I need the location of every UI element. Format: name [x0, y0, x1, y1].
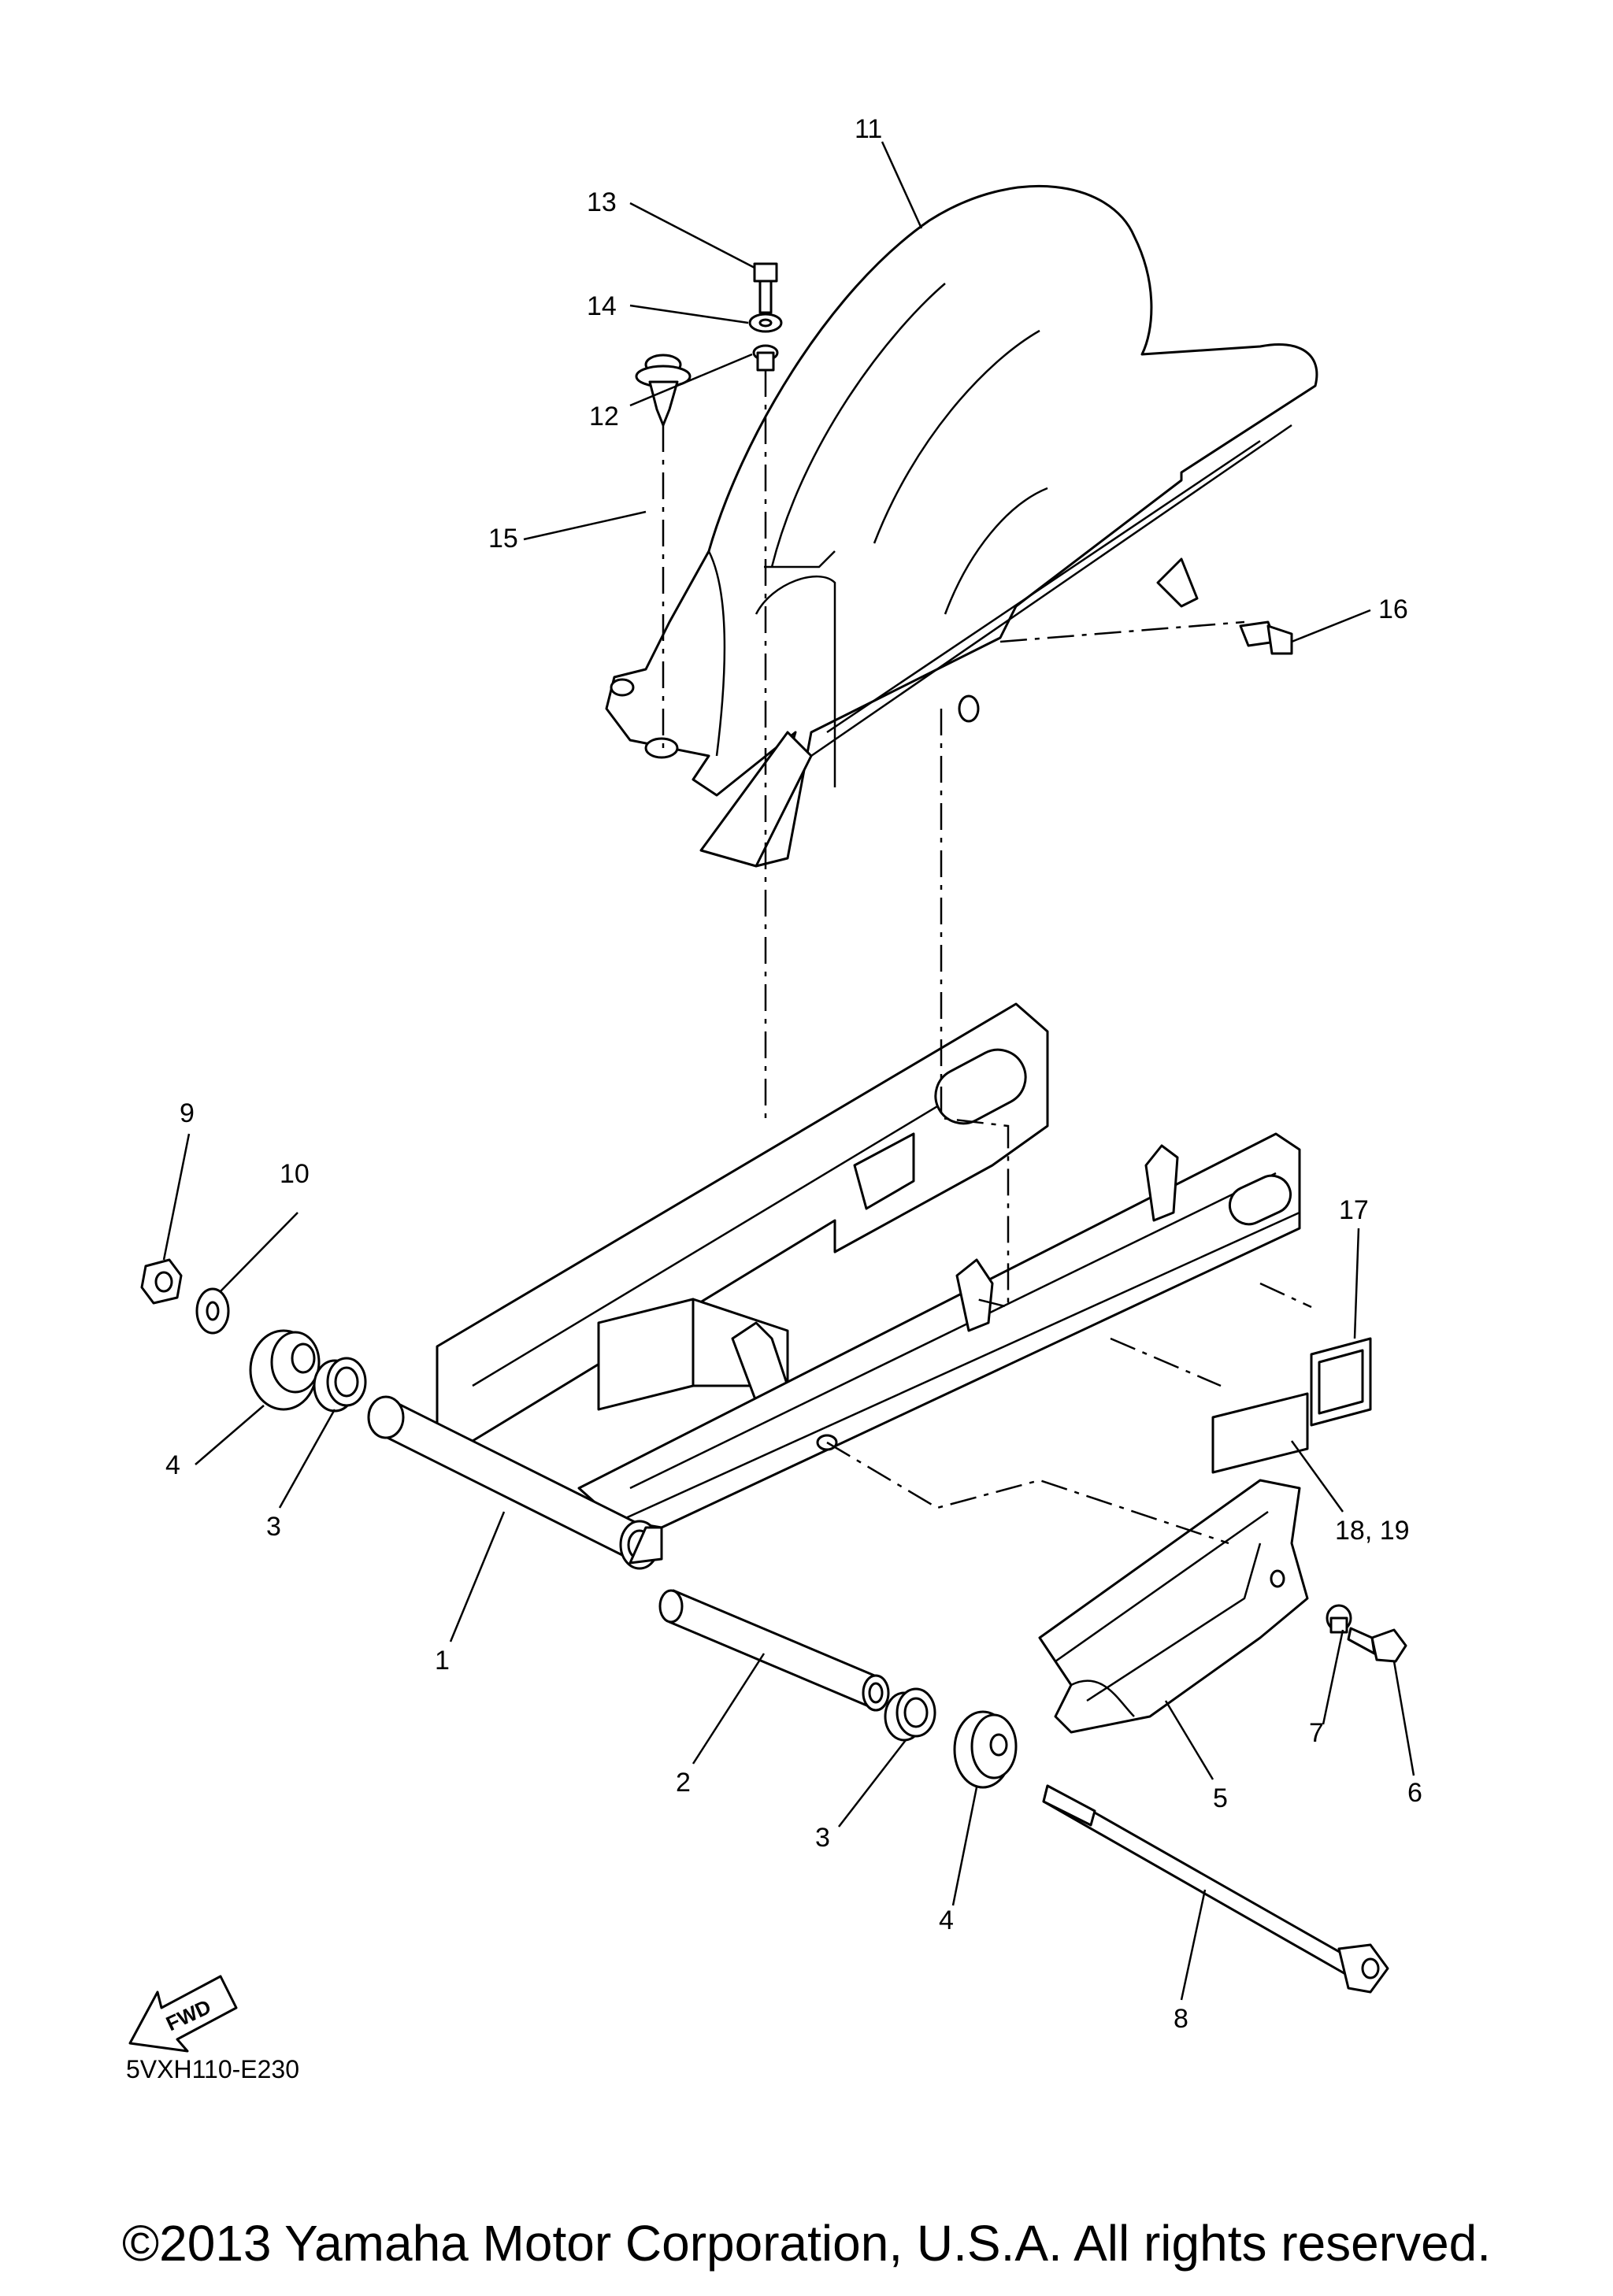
chain-guard-5: [1038, 1479, 1309, 1734]
diagram-code: 5VXH110-E230: [126, 2055, 299, 2083]
callout-13: 13: [587, 187, 617, 217]
callout-17: 17: [1339, 1195, 1369, 1225]
fwd-arrow-icon: FWD: [128, 1975, 238, 2053]
callout-10: 10: [280, 1159, 310, 1189]
callout-3-left: 3: [266, 1512, 281, 1542]
washer-14: [748, 313, 783, 333]
bearing-3-right: [884, 1687, 936, 1742]
bolt-6: [1347, 1627, 1407, 1663]
callout-18-19: 18, 19: [1335, 1516, 1410, 1546]
collar-12: [752, 344, 779, 372]
rivet-clip-15: [635, 354, 692, 427]
bearing-3-left: [313, 1357, 367, 1413]
bolt-16: [1239, 620, 1293, 655]
oil-seal-4-left: [249, 1329, 321, 1411]
bolt-13: [753, 262, 778, 314]
callout-4-left: 4: [165, 1450, 180, 1480]
oil-seal-4-right: [953, 1710, 1018, 1789]
assembly-centerlines: [662, 370, 1312, 1545]
callout-1: 1: [435, 1646, 450, 1676]
pivot-shaft-8: [1042, 1784, 1389, 1994]
swingarm: [367, 1002, 1301, 1570]
callout-2: 2: [676, 1768, 691, 1798]
callout-7: 7: [1309, 1718, 1324, 1748]
leader-lines: [162, 141, 1415, 2001]
callout-16: 16: [1378, 594, 1408, 624]
callout-numbers: 11 13 14 12 15 16 17 18, 19 9 10 4 3 1 2…: [165, 114, 1422, 2034]
rear-fender: [605, 184, 1318, 868]
callout-8: 8: [1174, 2004, 1188, 2034]
collar-2: [658, 1589, 890, 1712]
copyright-notice: ©2013 Yamaha Motor Corporation, U.S.A. A…: [121, 2215, 1492, 2272]
callout-15: 15: [488, 524, 518, 554]
callout-5: 5: [1213, 1783, 1228, 1813]
callout-12: 12: [589, 402, 619, 431]
collar-7: [1326, 1604, 1352, 1634]
callout-9: 9: [180, 1098, 195, 1128]
label-17: [1310, 1337, 1372, 1427]
callout-6: 6: [1407, 1778, 1422, 1808]
label-18-19: [1211, 1392, 1309, 1474]
callout-3-right: 3: [815, 1823, 830, 1853]
callout-14: 14: [587, 291, 617, 321]
callout-11: 11: [855, 114, 882, 144]
nut-9: [140, 1258, 183, 1305]
callout-4-right: 4: [939, 1905, 954, 1935]
washer-10: [195, 1287, 230, 1335]
